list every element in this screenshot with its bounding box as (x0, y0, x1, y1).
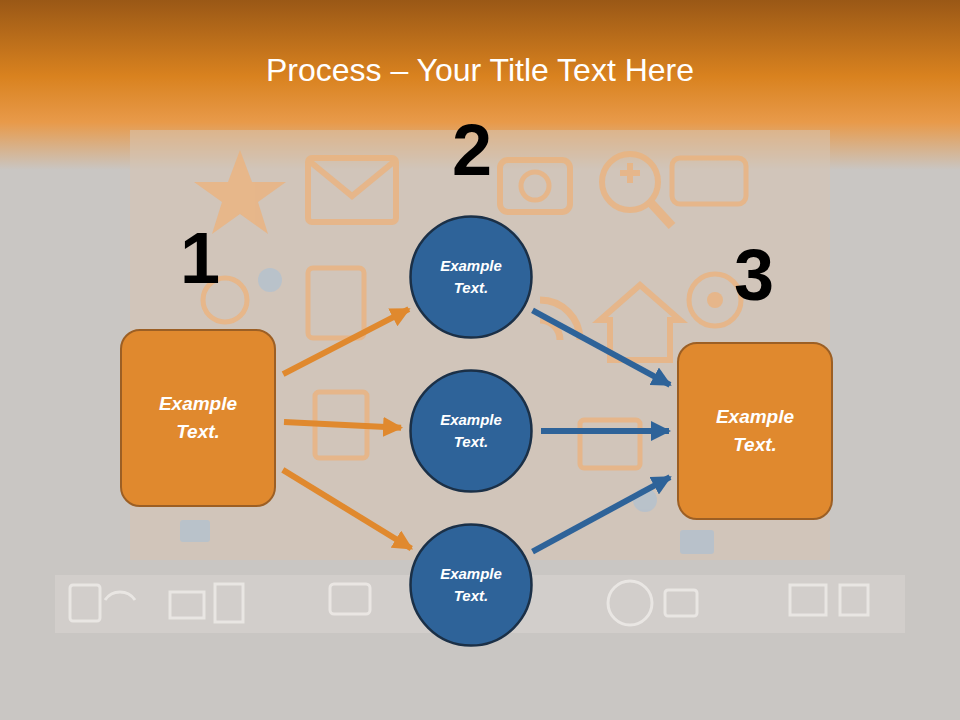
camera-icon (500, 160, 570, 212)
callout-number: 1 (180, 222, 220, 294)
chat-bubble-icon (672, 158, 746, 204)
process-circle: Example Text. (409, 369, 533, 493)
flow-arrow (284, 422, 401, 428)
node-text-group: Example Text. (428, 255, 514, 300)
antenna-dot (707, 292, 723, 308)
plus-icon (627, 163, 633, 183)
node-text-group: Example Text. (695, 403, 815, 460)
node-text: Example Text. (428, 563, 514, 608)
monitor-icon (840, 585, 868, 615)
flow-arrow (533, 477, 670, 552)
circle-outline (409, 215, 533, 339)
slide-title: Process – Your Title Text Here (0, 52, 960, 89)
mail-icon (170, 592, 204, 618)
house-icon (600, 285, 680, 360)
globe-icon (608, 581, 652, 625)
process-box: Example Text. (677, 342, 833, 520)
circle-shape (411, 525, 532, 646)
callout-number: 2 (452, 114, 492, 186)
magnifier-icon (602, 154, 658, 210)
flow-arrow (533, 310, 670, 385)
device-icon (308, 268, 364, 338)
circle-outline (409, 523, 533, 647)
video-icon (790, 585, 826, 615)
video-icon (680, 530, 714, 554)
circle-shape (411, 217, 532, 338)
node-text-group: Example Text. (428, 563, 514, 608)
people-icon (258, 268, 282, 292)
callout-number: 3 (734, 239, 774, 311)
camera-icon (665, 590, 697, 616)
node-text: Example Text. (428, 409, 514, 454)
phone-icon (70, 585, 100, 621)
wifi-icon (105, 592, 135, 600)
flow-arrow (283, 309, 409, 374)
document-icon (215, 584, 243, 622)
process-box: Example Text. (120, 329, 276, 507)
process-circle: Example Text. (409, 215, 533, 339)
flow-arrow (541, 428, 669, 434)
node-text-group: Example Text. (428, 409, 514, 454)
magnifier-handle (650, 202, 672, 226)
node-text: Example Text. (695, 403, 815, 460)
circle-shape (411, 371, 532, 492)
node-text: Example Text. (428, 255, 514, 300)
process-circle: Example Text. (409, 523, 533, 647)
camera-lens (521, 172, 549, 200)
antenna-icon (689, 274, 741, 326)
node-text: Example Text. (138, 390, 258, 447)
mail-icon (180, 520, 210, 542)
envelope-icon (308, 158, 396, 222)
icon-group (194, 150, 746, 468)
chat-icon (330, 584, 370, 614)
flow-arrow (283, 470, 411, 549)
envelope-flap (308, 160, 396, 196)
upload-icon (580, 420, 640, 468)
circle-outline (409, 369, 533, 493)
node-text-group: Example Text. (138, 390, 258, 447)
